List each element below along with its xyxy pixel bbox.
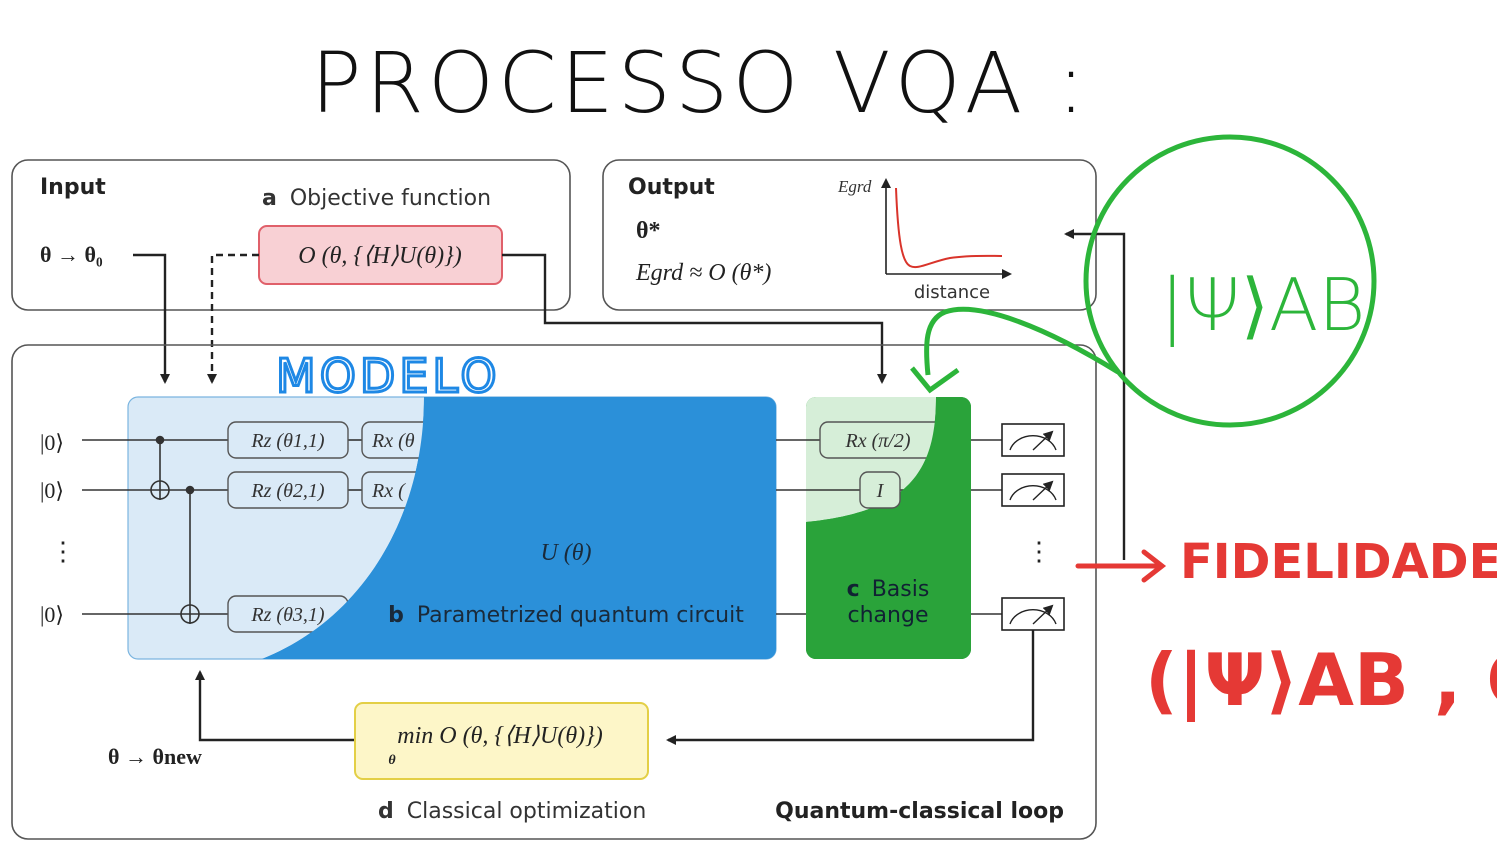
arrow-objective-to-basis — [502, 253, 887, 384]
optimizer-formula: min O (θ, {⟨H⟩U(θ)}) — [397, 723, 602, 749]
gate-identity: I — [859, 471, 901, 509]
theta-star: θ* — [636, 218, 661, 244]
svg-text:Rx (π/2): Rx (π/2) — [845, 430, 911, 452]
handwritten-modelo: MODELO — [276, 349, 501, 403]
theta-init: θ → θ₀ — [40, 242, 103, 267]
gate-rz-1: Rz (θ1,1) — [227, 421, 349, 459]
qubit-label-3: |0⟩ — [40, 602, 64, 627]
gate-rx-pi2: Rx (π/2) — [819, 421, 946, 459]
objective-formula: O (θ, {⟨H⟩U(θ)}) — [298, 243, 461, 269]
measure-icon — [1001, 473, 1065, 507]
optimizer-subscript: θ — [388, 753, 396, 768]
input-box — [11, 159, 571, 311]
input-title: Input — [40, 175, 106, 200]
green-arrowhead — [910, 366, 960, 394]
svg-text:I: I — [876, 480, 885, 502]
arrow-optimizer-to-circuit — [195, 670, 355, 742]
arrow-objective-to-circuit — [207, 253, 259, 384]
gate-rz-3: Rz (θ3,1) — [227, 595, 349, 633]
circuit-label: b Parametrized quantum circuit — [388, 603, 744, 628]
handwritten-fidelidade-args: (|Ψ⟩AB , QC) — [1145, 638, 1497, 723]
svg-text:Rx (θ: Rx (θ — [371, 430, 415, 452]
energy-curve — [895, 187, 1003, 268]
measure-icon — [1001, 423, 1065, 457]
green-arrow — [924, 306, 1120, 376]
cnot-2 — [180, 485, 200, 624]
gate-rz-2: Rz (θ2,1) — [227, 471, 349, 509]
svg-text:Rx (: Rx ( — [371, 480, 406, 502]
red-arrow — [1075, 549, 1167, 583]
optimizer-label: d Classical optimization — [378, 799, 646, 824]
svg-text:Rz (θ3,1): Rz (θ3,1) — [250, 604, 324, 626]
quantum-classical-loop-box — [11, 344, 1097, 840]
basis-label: c Basis — [847, 577, 930, 602]
cnot-1 — [150, 435, 170, 500]
arrow-measure-to-optimizer — [666, 630, 1035, 745]
handwritten-psi-ab: |Ψ⟩AB — [1160, 263, 1365, 348]
qubit-label-1: |0⟩ — [40, 430, 64, 455]
handwritten-title: PROCESSO VQA : — [311, 34, 1089, 132]
qubit-label-2: |0⟩ — [40, 478, 64, 503]
theta-new: θ → θnew — [108, 744, 202, 769]
measure-icon — [1001, 597, 1065, 631]
plot-xlabel: distance — [914, 282, 990, 303]
objective-label: a Objective function — [262, 186, 491, 211]
qubit-wires — [82, 439, 1002, 615]
svg-text:Rz (θ2,1): Rz (θ2,1) — [250, 480, 324, 502]
unitary-label: U (θ) — [540, 540, 591, 566]
output-title: Output — [628, 175, 715, 200]
green-circle — [1083, 134, 1377, 428]
handwritten-fidelidade: FIDELIDADE — [1180, 534, 1497, 590]
arrow-measure-to-output — [1064, 229, 1126, 560]
measure-dots: ⋮ — [1026, 537, 1052, 566]
qubit-label-dots: ⋮ — [50, 537, 76, 566]
egrd-formula: Egrd ≈ O (θ*) — [635, 260, 771, 286]
arrow-theta0-to-circuit — [133, 253, 170, 384]
plot-ylabel: Egrd — [837, 177, 872, 196]
svg-text:Rz (θ1,1): Rz (θ1,1) — [250, 430, 324, 452]
loop-label: Quantum-classical loop — [775, 799, 1064, 824]
optimizer-box — [354, 702, 649, 780]
basis-label-2: change — [848, 603, 929, 628]
